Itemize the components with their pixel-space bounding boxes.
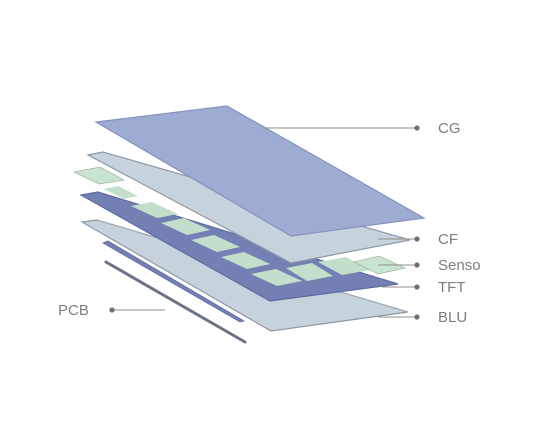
tft-label: TFT	[438, 279, 466, 296]
blu-label: BLU	[438, 309, 467, 326]
pcb-label: PCB	[58, 302, 89, 319]
cg-layer	[94, 105, 426, 237]
leader-lines	[112, 127, 417, 318]
senso-leader-dot	[414, 262, 420, 268]
cg-label: CG	[438, 120, 461, 137]
tft-leader-dot	[414, 284, 420, 290]
tft-layer	[79, 186, 399, 302]
cf-leader-dot	[414, 236, 420, 242]
cg-leader-dot	[414, 125, 420, 131]
tft-sensor-pads	[104, 186, 370, 286]
senso-label: Senso	[438, 257, 481, 274]
cf-label: CF	[438, 231, 458, 248]
pcb-leader-dot	[109, 307, 115, 313]
leader-dots	[109, 125, 420, 320]
blu-film-layer	[102, 240, 246, 323]
blu-leader-dot	[414, 314, 420, 320]
pcb-layer	[104, 260, 247, 344]
